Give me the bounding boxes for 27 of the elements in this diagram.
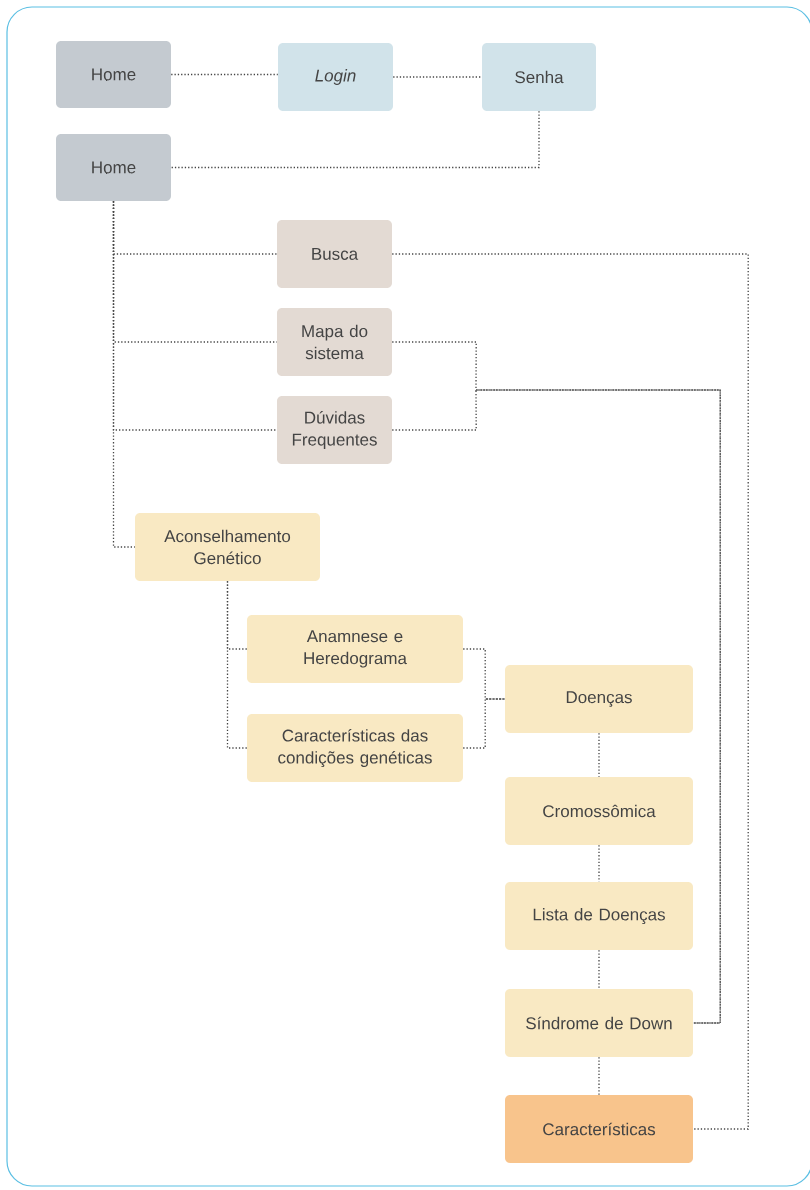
connector-line: [112, 200, 136, 548]
page-box: Busca: [277, 220, 392, 288]
page-box: Doenças: [505, 665, 693, 733]
connector-line: [598, 844, 600, 883]
page-box: Login: [278, 43, 393, 111]
page-box: Cromossômica: [505, 777, 693, 845]
connector-line: [391, 253, 749, 1130]
page-box: Mapa do sistema: [277, 308, 392, 376]
connector-line: [598, 732, 600, 778]
connector-line: [462, 648, 506, 700]
page-box: Aconselhamento Genético: [135, 513, 320, 581]
connector-line: [226, 580, 248, 749]
page-box: Senha: [482, 43, 596, 111]
connector-line: [170, 73, 279, 76]
page-box: Lista de Doenças: [505, 882, 693, 950]
connector-line: [598, 949, 600, 990]
page-box: Dúvidas Frequentes: [277, 396, 392, 464]
page-box: Home: [56, 41, 171, 108]
connector-line: [392, 76, 483, 78]
page-box: Síndrome de Down: [505, 989, 693, 1057]
page-box: Home: [56, 134, 171, 201]
connector-line: [462, 698, 506, 749]
page-box: Características das condições genéticas: [247, 714, 463, 782]
page-box: Características: [505, 1095, 693, 1163]
page-box: Anamnese e Heredograma: [247, 615, 463, 683]
connector-line: [598, 1056, 600, 1096]
connector-line: [170, 110, 540, 169]
